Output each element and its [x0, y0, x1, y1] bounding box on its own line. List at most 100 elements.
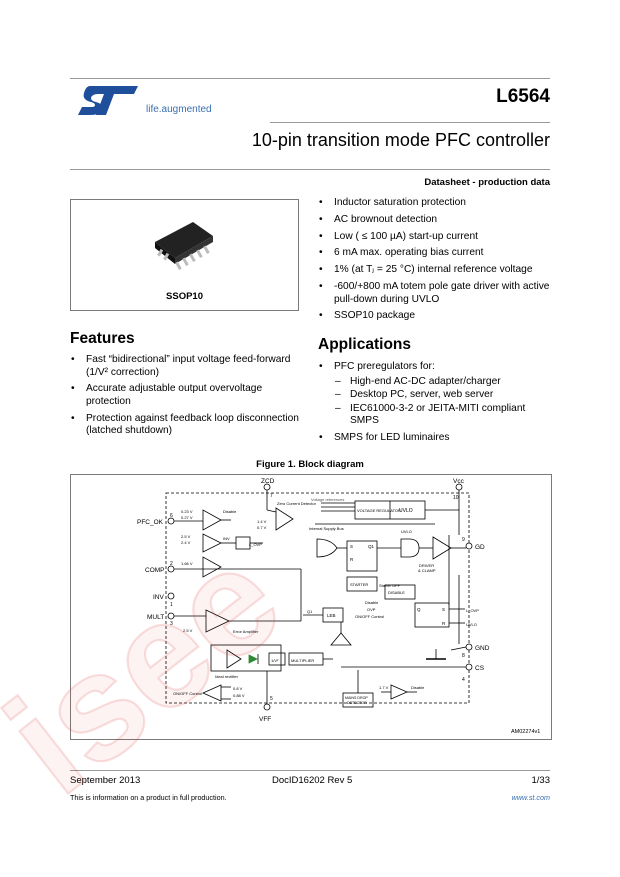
- label-v7: 0.8 V: [233, 686, 243, 691]
- label-driver: DRIVER: [419, 563, 434, 568]
- applications-list: PFC preregulators for: High-end AC-DC ad…: [318, 361, 550, 445]
- label-q1: Q1: [368, 544, 375, 549]
- pfc-intro: PFC preregulators for:: [334, 361, 435, 372]
- pin-vcc-num: 10: [453, 495, 459, 501]
- sub-item: IEC61000-3-2 or JEITA-MITI compliant SMP…: [334, 403, 550, 428]
- list-item: SMPS for LED luminaires: [318, 432, 550, 445]
- pin-mult-num: 3: [170, 621, 173, 627]
- label-onoff: ON/OFF Control: [173, 691, 202, 696]
- pin-cs-label: CS: [475, 665, 485, 672]
- footer-info: This is information on a product in full…: [70, 793, 227, 802]
- sub-item: Desktop PC, server, web server: [334, 389, 550, 402]
- label-ideal-rectifier: Ideal rectifier: [215, 674, 239, 679]
- title-rule: [270, 122, 550, 123]
- label-voltage-references: Voltage references: [311, 497, 344, 502]
- label-mains-drop: MAINS DROP: [345, 696, 368, 700]
- sub-item: High-end AC-DC adapter/charger: [334, 376, 550, 389]
- label-mains-detector: DETECTOR: [347, 701, 367, 705]
- label-v5: 1.66 V: [181, 561, 193, 566]
- pin-cs-num: 4: [462, 677, 465, 683]
- figure-caption: Figure 1. Block diagram: [256, 459, 364, 470]
- label-v1: 0.23 V: [181, 509, 193, 514]
- pin-pfcok-num: 6: [170, 513, 173, 519]
- label-lovp-out: L_OVP: [466, 608, 479, 613]
- document-subtitle: 10-pin transition mode PFC controller: [251, 130, 550, 150]
- pin-zcd-label: ZCD: [261, 478, 275, 485]
- figure-code: AM02274v1: [511, 729, 540, 735]
- pin-gnd-num: 8: [462, 653, 465, 659]
- label-leb: LEB: [327, 613, 336, 618]
- list-item: Protection against feedback loop disconn…: [70, 413, 300, 438]
- footer-rule: [70, 770, 550, 771]
- list-item: AC brownout detection: [318, 214, 550, 227]
- label-lovp: L_OVP: [249, 542, 262, 547]
- label-v3: 2.5 V: [181, 534, 191, 539]
- footer-doc-id: DocID16202 Rev 5: [272, 775, 353, 786]
- pin-vcc-label: Vcc: [453, 478, 465, 485]
- pin-inv-num: 1: [170, 602, 173, 608]
- pin-vff-label: VFF: [259, 716, 271, 723]
- block-diagram-frame: ZCD 7 Vcc 10 PFC_OK 6 COMP 2 INV 1 MULT …: [70, 474, 552, 740]
- label-q-ovp: Q: [417, 607, 421, 612]
- pin-gd-num: 9: [462, 537, 465, 543]
- label-r: R: [350, 557, 354, 562]
- pin-comp-label: COMP: [145, 567, 165, 574]
- label-supply-bus: Internal Supply Bus: [309, 526, 344, 531]
- list-item: Inductor saturation protection: [318, 197, 550, 210]
- subtitle-rule: [70, 169, 550, 170]
- label-zcd-v2: 0.7 V: [257, 525, 267, 530]
- package-box: SSOP10: [70, 199, 299, 311]
- part-number: L6564: [496, 86, 550, 107]
- label-v8: 0.88 V: [233, 693, 245, 698]
- label-starter: STARTER: [350, 582, 368, 587]
- label-inv-small: INV: [223, 536, 230, 541]
- st-logo: [76, 84, 142, 117]
- footer-url[interactable]: www.st.com: [511, 793, 550, 802]
- label-driver-clamp: & CLAMP: [418, 568, 436, 573]
- list-item: 1% (at Tⱼ = 25 °C) internal reference vo…: [318, 264, 550, 277]
- label-error-amp: Error Amplifier: [233, 629, 259, 634]
- package-name: SSOP10: [166, 291, 203, 302]
- list-item: Accurate adjustable output overvoltage p…: [70, 383, 300, 408]
- pin-zcd-num: 7: [270, 493, 273, 499]
- features-list-left: Fast “bidirectional” input voltage feed-…: [70, 354, 300, 438]
- ssop10-package-image: [155, 222, 213, 270]
- features-list-right: Inductor saturation protection AC browno…: [318, 197, 550, 323]
- label-v4: 2.4 V: [181, 540, 191, 545]
- brand-tagline: life.augmented: [146, 104, 212, 115]
- footer-page: 1/33: [531, 775, 551, 786]
- pin-comp-num: 2: [170, 561, 173, 567]
- list-item: Low ( ≤ 100 µA) start-up current: [318, 231, 550, 244]
- datasheet-status: Datasheet - production data: [424, 177, 550, 188]
- list-item: SSOP10 package: [318, 310, 550, 323]
- features-heading: Features: [70, 330, 135, 347]
- label-disable-box: DISABLE: [388, 590, 405, 595]
- label-s: S: [350, 544, 353, 549]
- applications-heading: Applications: [318, 336, 412, 353]
- pin-vff-num: 5: [270, 696, 273, 702]
- block-diagram: ZCD 7 Vcc 10 PFC_OK 6 COMP 2 INV 1 MULT …: [137, 478, 540, 735]
- label-ovp-disable: Disable: [365, 600, 379, 605]
- footer-date: September 2013: [70, 775, 141, 786]
- label-inv-v2: 1/V²: [271, 658, 279, 663]
- label-zcd-detector: Zero Current Detector: [277, 501, 317, 506]
- label-voltage-regulator: VOLTAGE REGULATOR: [357, 508, 401, 513]
- label-uvlo-out: UVLO: [466, 622, 477, 627]
- pin-inv-label: INV: [153, 594, 165, 601]
- label-v2: 0.27 V: [181, 515, 193, 520]
- label-ovp: OVP: [367, 607, 376, 612]
- list-item: 6 mA max. operating bias current: [318, 247, 550, 260]
- pin-gnd-label: GND: [475, 645, 490, 652]
- list-item: PFC preregulators for: High-end AC-DC ad…: [318, 361, 550, 428]
- list-item: -600/+800 mA totem pole gate driver with…: [318, 281, 550, 306]
- label-disable: Disable: [223, 509, 237, 514]
- label-r-ovp: R: [442, 621, 446, 626]
- label-v9: 1.7 V: [379, 685, 389, 690]
- label-ovp-onoff: ON/OFF Control: [355, 614, 384, 619]
- list-item: Fast “bidirectional” input voltage feed-…: [70, 354, 300, 379]
- pin-gd-label: GD: [475, 544, 485, 551]
- pin-pfcok-label: PFC_OK: [137, 519, 164, 526]
- pin-mult-label: MULT: [147, 614, 164, 621]
- label-uvlo: UVLO: [399, 508, 413, 514]
- label-uvlo-driver: UVLO: [401, 529, 412, 534]
